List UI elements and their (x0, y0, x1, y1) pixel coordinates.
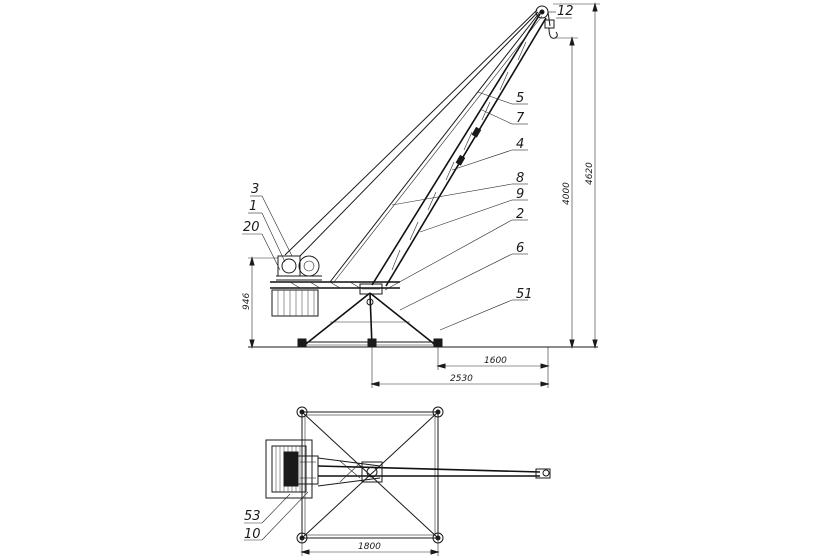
dim-946: 946 (242, 293, 252, 310)
dim-4620: 4620 (585, 162, 595, 185)
dim-1600: 1600 (484, 356, 507, 366)
callout-10: 10 (244, 527, 261, 542)
dimension-heights: 4620 4000 (553, 2, 600, 349)
dim-4000: 4000 (562, 182, 572, 205)
winch-plan (297, 455, 319, 485)
dimension-base-width: 1800 (300, 538, 440, 556)
boom-head (535, 5, 558, 39)
plan-view: 1800 53 10 (244, 406, 551, 556)
rear-frame (270, 281, 400, 289)
callout-leaders-side (242, 11, 572, 331)
side-view: 4620 4000 946 1600 2530 (242, 2, 600, 388)
boom-stay-inner (333, 15, 543, 283)
callout-4: 4 (516, 137, 524, 152)
callout-1: 1 (249, 199, 257, 214)
boom-stay (329, 11, 541, 283)
dimension-reach: 1600 2530 (370, 347, 550, 388)
boom (371, 13, 547, 287)
hoist-rope (284, 9, 538, 256)
callout-9: 9 (516, 187, 524, 202)
dimension-base-height: 946 (242, 256, 278, 349)
callout-12: 12 (557, 4, 574, 19)
callout-8: 8 (516, 171, 524, 186)
tripod-base (297, 292, 443, 348)
rear-stay (299, 11, 539, 257)
callout-20: 20 (243, 220, 260, 235)
boom-plan (317, 457, 551, 487)
callout-leaders-plan (244, 491, 309, 541)
callout-7: 7 (516, 111, 525, 126)
counterweight-stack (271, 289, 319, 317)
dim-1800: 1800 (358, 542, 381, 552)
callout-3: 3 (251, 182, 259, 197)
slewing-head (359, 283, 383, 295)
callout-6: 6 (516, 241, 524, 256)
callout-2: 2 (516, 207, 524, 222)
dim-2530: 2530 (450, 374, 473, 384)
counterweight-plan (265, 439, 313, 499)
callout-5: 5 (516, 91, 524, 106)
winch-motor (276, 255, 322, 281)
base-frame-plan (296, 406, 444, 544)
callout-53: 53 (244, 509, 261, 524)
callout-51: 51 (516, 287, 533, 302)
